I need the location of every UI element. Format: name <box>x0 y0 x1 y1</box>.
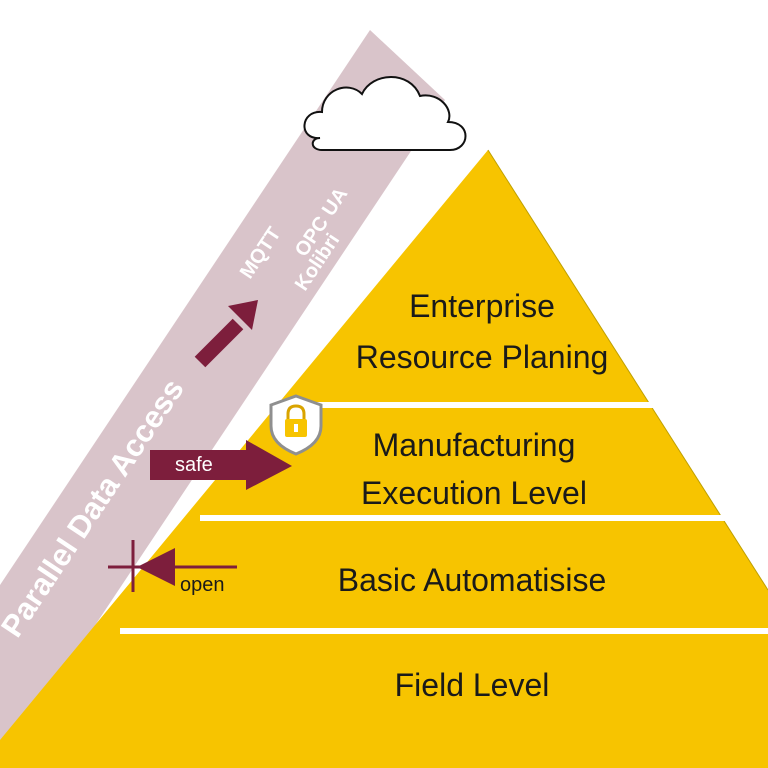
lock-shield-icon <box>269 394 323 456</box>
safe-arrow-head <box>246 440 292 490</box>
layer-label-mes-2: Execution Level <box>361 475 587 511</box>
pyramid <box>0 149 768 768</box>
upward-arrow-shaft <box>194 318 244 368</box>
upward-arrow-head <box>228 300 258 330</box>
open-arrow-head <box>137 548 175 586</box>
open-arrow: open <box>108 540 237 596</box>
safe-label: safe <box>175 454 213 476</box>
layer-label-erp-2: Resource Planing <box>356 339 609 375</box>
cloud-icon <box>303 76 467 151</box>
upward-arrow <box>194 300 258 368</box>
open-label: open <box>180 574 225 596</box>
layer-label-basic: Basic Automatisise <box>338 562 607 598</box>
layer-label-field: Field Level <box>395 667 550 703</box>
pyramid-body <box>0 150 768 768</box>
layer-label-mes-1: Manufacturing <box>373 427 576 463</box>
layer-label-erp-1: Enterprise <box>409 288 555 324</box>
safe-arrow: safe <box>150 440 292 490</box>
safe-arrow-body <box>150 450 250 480</box>
parallel-data-access-band <box>0 30 445 768</box>
